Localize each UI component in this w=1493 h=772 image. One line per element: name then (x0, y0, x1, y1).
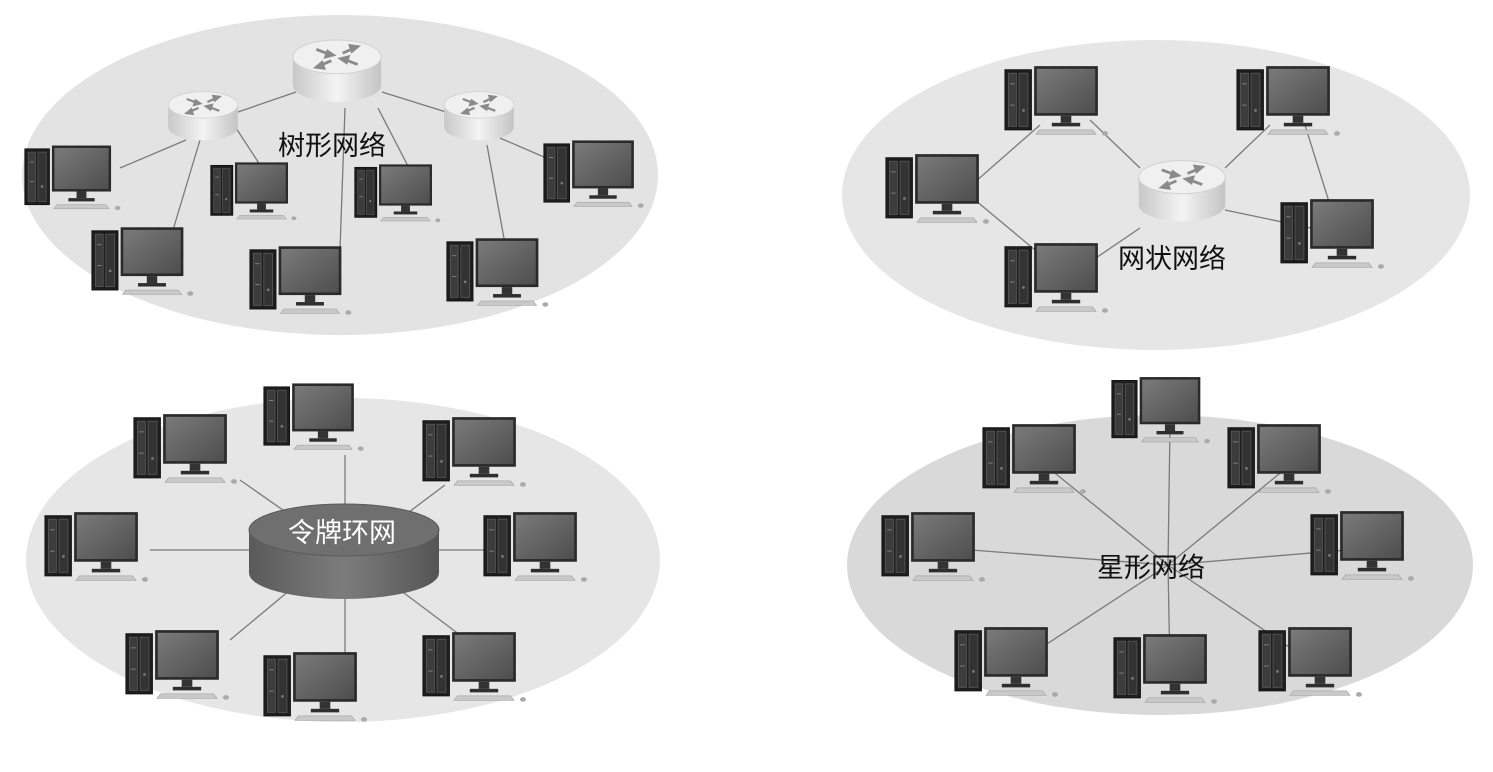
token-ring-network: 令牌环网 (26, 383, 660, 723)
tree-network: 树形网络 (22, 15, 658, 335)
star-network-label: 星形网络 (1097, 553, 1205, 584)
router-icon (1137, 158, 1227, 224)
mesh-network-label: 网状网络 (1118, 244, 1226, 275)
token-ring-links (150, 455, 488, 655)
desktop-computer-icon (1258, 627, 1363, 698)
router-icon (291, 38, 383, 104)
router-icon (166, 90, 240, 142)
tree-network-label: 树形网络 (278, 131, 386, 162)
router-icon (442, 90, 516, 142)
star-network: 星形网络 (847, 377, 1473, 715)
token-ring-hub-icon (248, 503, 440, 599)
token-ring-label: 令牌环网 (288, 518, 396, 549)
tree-network-links (119, 91, 561, 251)
mesh-network: 网状网络 (842, 40, 1470, 350)
